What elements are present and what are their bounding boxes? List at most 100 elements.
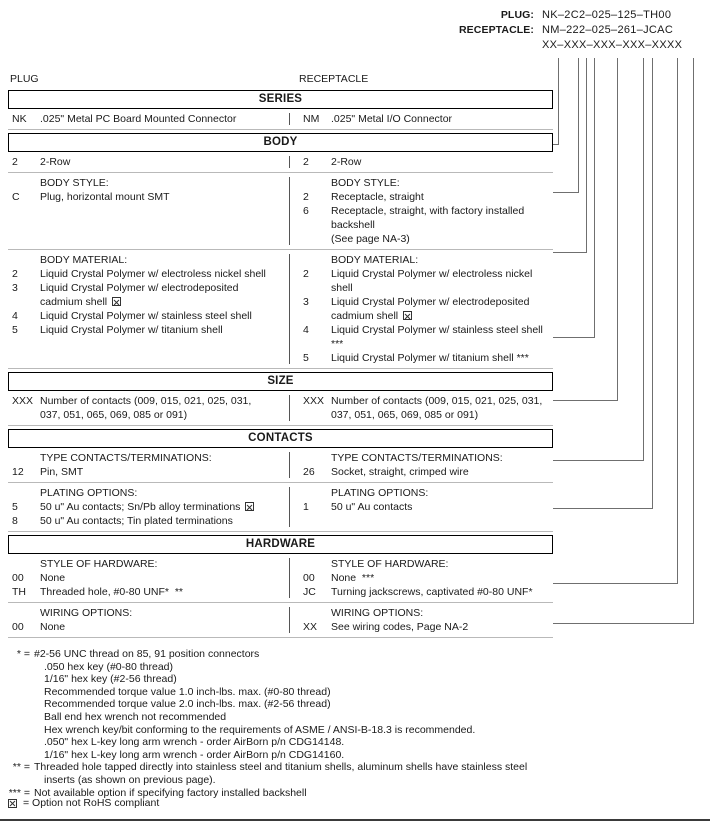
footnote: ** =Threaded hole tapped directly into s…	[8, 761, 698, 786]
option-group-label: TYPE CONTACTS/TERMINATIONS:	[40, 452, 212, 464]
option-column-plug: BODY STYLE: C Plug, horizontal mount SMT	[8, 176, 289, 246]
option-code: 12	[12, 466, 24, 478]
column-headers: PLUG RECEPTACLE	[8, 72, 553, 87]
page-bottom-rule	[0, 819, 710, 821]
option-column-plug: NK.025" Metal PC Board Mounted Connector	[8, 112, 289, 126]
option-code: 00	[12, 572, 24, 584]
column-divider	[289, 254, 290, 364]
option-group-label: TYPE CONTACTS/TERMINATIONS:	[331, 452, 503, 464]
option-row[interactable]: NM .025" Metal I/O Connector	[299, 112, 553, 126]
column-divider	[289, 607, 290, 633]
option-description: Turning jackscrews, captivated #0-80 UNF…	[331, 586, 533, 598]
option-row[interactable]: C Plug, horizontal mount SMT	[8, 190, 289, 204]
option-code: C	[12, 191, 20, 203]
option-row[interactable]: NK.025" Metal PC Board Mounted Connector	[8, 112, 289, 126]
option-description: 50 u" Au contacts; Sn/Pb alloy terminati…	[40, 500, 289, 514]
section-body: NK.025" Metal PC Board Mounted Connector…	[8, 109, 553, 130]
part-number-mask: XX–XXX–XXX–XXX–XXXX	[542, 39, 683, 51]
part-number-header: PLUG: NK–2C2–025–125–TH00 RECEPTACLE: NM…	[0, 8, 710, 56]
section-title-hardware: HARDWARE	[8, 535, 553, 554]
footnote-marker: *** =	[8, 786, 30, 799]
option-group-label: BODY STYLE:	[40, 177, 109, 189]
option-code: NM	[303, 113, 320, 125]
option-group-label: BODY MATERIAL:	[40, 254, 128, 266]
receptacle-part-number-row: RECEPTACLE: NM–222–025–261–JCAC	[0, 23, 710, 38]
option-code: 4	[12, 310, 18, 322]
option-description: 2-Row	[331, 156, 362, 168]
option-description: .025" Metal I/O Connector	[331, 113, 453, 125]
option-description: Liquid Crystal Polymer w/ titanium shell…	[331, 352, 529, 364]
column-divider	[289, 177, 290, 245]
option-code: 2	[12, 156, 18, 168]
option-description: Liquid Crystal Polymer w/ electrodeposit…	[331, 295, 553, 323]
option-description: Plug, horizontal mount SMT	[40, 191, 170, 203]
option-code: NK	[12, 113, 27, 125]
option-description: None ***	[331, 572, 375, 584]
option-code: 26	[303, 466, 315, 478]
option-row[interactable]: 26 Socket, straight, crimped wire	[299, 465, 553, 479]
option-description: Liquid Crystal Polymer w/ electroless ni…	[331, 268, 536, 294]
receptacle-part-number: NM–222–025–261–JCAC	[542, 24, 674, 36]
footnote-body: Not available option if specifying facto…	[34, 787, 698, 800]
option-code: 3	[12, 282, 18, 294]
option-group-label: WIRING OPTIONS:	[40, 607, 133, 619]
option-description: Socket, straight, crimped wire	[331, 466, 469, 478]
option-row[interactable]: 6 Receptacle, straight, with factory inst…	[299, 204, 553, 246]
rohs-not-compliant-icon	[245, 502, 255, 511]
option-group-label: PLATING OPTIONS:	[331, 487, 429, 499]
part-number-mask-row: XX–XXX–XXX–XXX–XXXX	[0, 38, 710, 53]
option-description: Receptacle, straight, with factory insta…	[331, 204, 553, 246]
option-group-label: WIRING OPTIONS:	[331, 607, 424, 619]
option-group-label: STYLE OF HARDWARE:	[331, 558, 449, 570]
option-column-receptacle: NM .025" Metal I/O Connector	[289, 112, 553, 126]
rohs-legend: = Option not RoHS compliant	[8, 797, 159, 809]
footnote-body: Threaded hole tapped directly into stain…	[34, 761, 698, 786]
option-code: 00	[12, 621, 24, 633]
option-group-label: STYLE OF HARDWARE:	[40, 558, 158, 570]
option-code: 2	[303, 191, 309, 203]
option-code: 1	[303, 501, 309, 513]
plug-part-number-row: PLUG: NK–2C2–025–125–TH00	[0, 8, 710, 23]
column-divider	[289, 558, 290, 598]
option-code: 8	[12, 515, 18, 527]
option-code: 6	[303, 205, 309, 217]
section-title-contacts: CONTACTS	[8, 429, 553, 448]
option-description-continued: cadmium shell	[331, 309, 553, 323]
footnote-line: 1/16" hex L-key long arm wrench - order …	[44, 748, 345, 761]
rohs-not-compliant-icon	[403, 311, 413, 320]
